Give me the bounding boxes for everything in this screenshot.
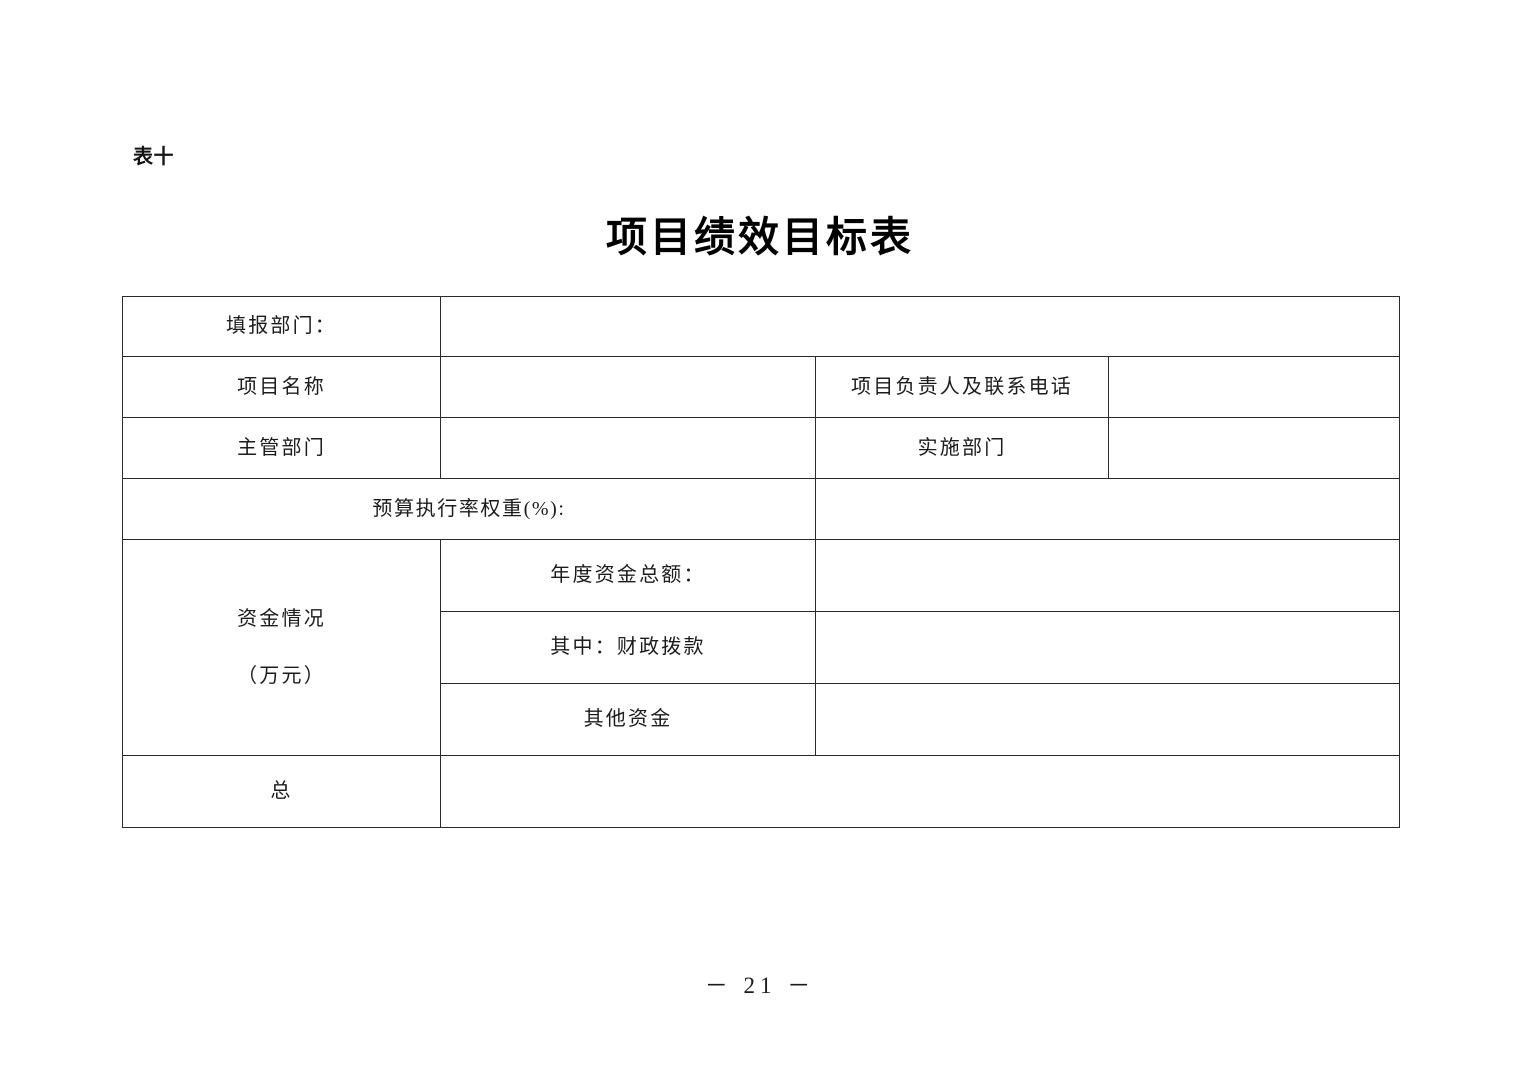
cell-total-label: 总 (122, 755, 441, 828)
page-title: 项目绩效目标表 (606, 213, 914, 261)
cell-total-value[interactable] (439, 755, 1401, 828)
fiscal-allocation-label: 其中：财政拨款 (550, 636, 706, 658)
table-row: 其中：财政拨款 (123, 611, 1401, 684)
project-leader-label: 项目负责人及联系电话 (851, 375, 1073, 398)
funding-label-line1: 资金情况 (237, 607, 326, 630)
cell-budget-exec-rate-value[interactable] (814, 478, 1401, 540)
cell-fiscal-allocation-value[interactable] (814, 611, 1401, 684)
table-row: 总 (122, 755, 1401, 828)
cell-annual-total-label: 年度资金总额： (440, 539, 816, 612)
cell-project-name-label: 项目名称 (122, 356, 441, 418)
cell-annual-total-value[interactable] (814, 539, 1401, 612)
budget-exec-rate-label: 预算执行率权重(%): (372, 497, 566, 520)
table-row: 填报部门： (122, 296, 1401, 357)
table-row: 预算执行率权重(%): (122, 478, 1401, 540)
cell-other-funds-value[interactable] (814, 683, 1401, 756)
cell-project-leader-label: 项目负责人及联系电话 (815, 356, 1109, 418)
table-row: 项目名称 项目负责人及联系电话 (122, 356, 1401, 418)
cell-project-leader-value[interactable] (1107, 356, 1401, 418)
cell-supervising-dept-label: 主管部门 (122, 417, 441, 479)
performance-goal-table: 填报部门： 项目名称 项目负责人及联系电话 (122, 296, 1401, 828)
cell-project-name-value[interactable] (440, 356, 816, 418)
table-row: 资金情况 （万元） 年度资金总额： (122, 539, 1401, 756)
total-label: 总 (270, 780, 293, 802)
supervising-dept-label: 主管部门 (237, 436, 326, 459)
implementing-dept-label: 实施部门 (917, 436, 1007, 459)
page-number: － 21 － (704, 973, 816, 998)
other-funds-label: 其他资金 (583, 708, 673, 730)
project-name-label: 项目名称 (237, 375, 326, 398)
cell-reporting-dept-label: 填报部门： (122, 296, 441, 357)
cell-supervising-dept-value[interactable] (440, 417, 816, 479)
cell-reporting-dept-value[interactable] (439, 296, 1401, 357)
cell-budget-exec-rate-label: 预算执行率权重(%): (122, 478, 816, 540)
cell-implementing-dept-value[interactable] (1107, 417, 1401, 479)
annual-total-label: 年度资金总额： (550, 564, 706, 586)
funding-label-line2: （万元） (237, 664, 326, 687)
cell-funding-label: 资金情况 （万元） (122, 539, 441, 756)
cell-fiscal-allocation-label: 其中：财政拨款 (440, 611, 816, 684)
cell-other-funds-label: 其他资金 (440, 683, 816, 756)
cell-implementing-dept-label: 实施部门 (815, 417, 1109, 479)
reporting-dept-label: 填报部门： (226, 315, 337, 337)
table-row: 主管部门 实施部门 (122, 417, 1401, 479)
form-tag: 表十 (133, 144, 174, 168)
